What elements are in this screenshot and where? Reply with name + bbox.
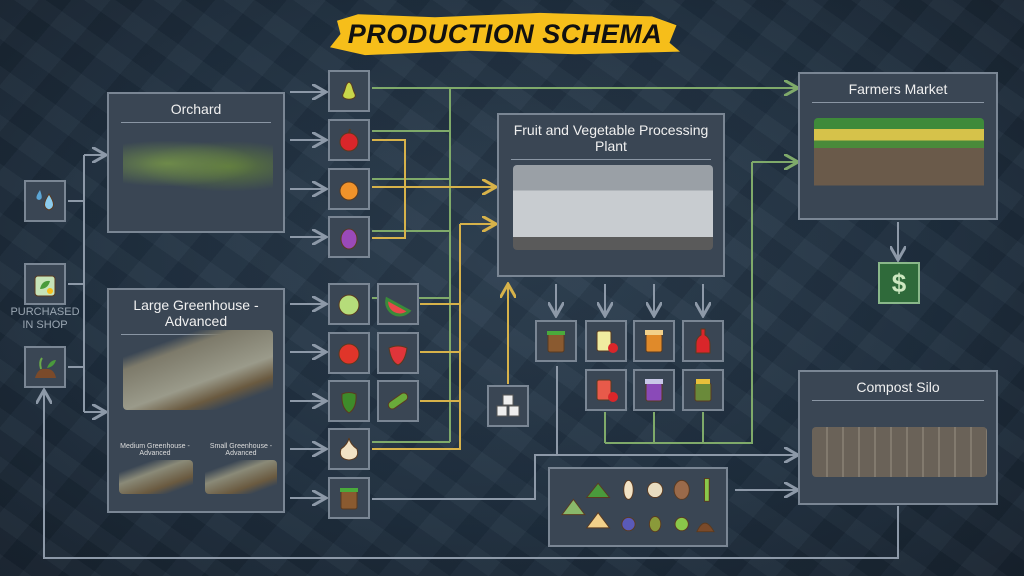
small-greenhouse-image bbox=[205, 460, 277, 494]
ketchup-output bbox=[682, 320, 724, 362]
strawberry-icon bbox=[388, 345, 408, 366]
strawberry-juice-output bbox=[585, 369, 627, 411]
compost-materials-icons bbox=[561, 478, 715, 533]
peach-jam-output bbox=[633, 320, 675, 362]
compost-silo-image bbox=[812, 427, 987, 477]
compost-bag-icon bbox=[340, 488, 358, 510]
page-title: PRODUCTION SCHEMA bbox=[347, 18, 663, 49]
apple-product bbox=[328, 119, 370, 161]
greenhouse-title: Large Greenhouse - Advanced bbox=[133, 297, 259, 329]
fertilizer-icon bbox=[34, 275, 56, 297]
processing-plant-box: Fruit and Vegetable Processing Plant bbox=[497, 113, 725, 277]
farmers-market-title: Farmers Market bbox=[848, 81, 948, 97]
peach-product bbox=[328, 168, 370, 210]
lettuce-product bbox=[328, 283, 370, 325]
purchased-in-shop-label: PURCHASED IN SHOP bbox=[10, 306, 80, 331]
compost-bag-icon bbox=[547, 331, 565, 353]
plum-icon bbox=[340, 228, 358, 250]
compost-inputs-box bbox=[548, 467, 728, 547]
seeds-input bbox=[24, 346, 66, 388]
cucumber-product bbox=[377, 380, 419, 422]
pear-icon bbox=[342, 81, 356, 100]
water-icon bbox=[36, 190, 54, 211]
orchard-title: Orchard bbox=[170, 101, 222, 117]
compost-silo-box: Compost Silo bbox=[798, 370, 998, 505]
medium-greenhouse-label: Medium Greenhouse - Advanced bbox=[120, 443, 190, 457]
peach-jam-icon bbox=[645, 330, 663, 353]
lettuce-icon bbox=[338, 294, 360, 316]
dollar-icon: $ bbox=[891, 267, 907, 298]
watermelon-icon bbox=[385, 296, 412, 317]
ketchup-icon bbox=[695, 328, 711, 354]
watermelon-product bbox=[377, 283, 419, 325]
tomato-product bbox=[328, 332, 370, 374]
money-output: $ bbox=[878, 262, 920, 304]
onion-icon bbox=[339, 437, 359, 461]
onion-product bbox=[328, 428, 370, 470]
apple-icon bbox=[339, 128, 359, 152]
small-greenhouse-label: Small Greenhouse - Advanced bbox=[209, 443, 273, 457]
sugar-input bbox=[487, 385, 529, 427]
seeds-icon bbox=[35, 357, 56, 378]
strawberry-product bbox=[377, 332, 419, 374]
farmers-market-box: Farmers Market bbox=[798, 72, 998, 220]
orchard-box: Orchard bbox=[107, 92, 285, 233]
orchard-image bbox=[123, 136, 273, 191]
fertilizer-input bbox=[24, 263, 66, 305]
strawberry-juice-icon bbox=[596, 379, 618, 402]
pepper-product bbox=[328, 380, 370, 422]
compost-product bbox=[328, 477, 370, 519]
pickles-icon bbox=[694, 379, 712, 402]
water-input bbox=[24, 180, 66, 222]
pear-product bbox=[328, 70, 370, 112]
farmers-market-image bbox=[814, 118, 984, 193]
tomato-icon bbox=[338, 343, 360, 365]
apple-juice-output bbox=[585, 320, 627, 362]
processing-plant-title: Fruit and Vegetable Processing Plant bbox=[513, 122, 709, 154]
peach-icon bbox=[339, 181, 359, 201]
apple-juice-icon bbox=[596, 330, 618, 353]
compost-silo-title: Compost Silo bbox=[856, 379, 940, 395]
title-banner: PRODUCTION SCHEMA bbox=[330, 12, 680, 56]
plum-jam-output bbox=[633, 369, 675, 411]
sugar-cubes-icon bbox=[496, 394, 520, 417]
cucumber-icon bbox=[387, 392, 409, 410]
large-greenhouse-image bbox=[123, 330, 273, 410]
greenhouse-box: Large Greenhouse - Advanced Medium Green… bbox=[107, 288, 285, 513]
plum-jam-icon bbox=[645, 379, 663, 402]
compost-output bbox=[535, 320, 577, 362]
pepper-icon bbox=[341, 392, 357, 414]
medium-greenhouse-image bbox=[119, 460, 193, 494]
plum-product bbox=[328, 216, 370, 258]
pickles-output bbox=[682, 369, 724, 411]
processing-plant-image bbox=[513, 165, 713, 250]
